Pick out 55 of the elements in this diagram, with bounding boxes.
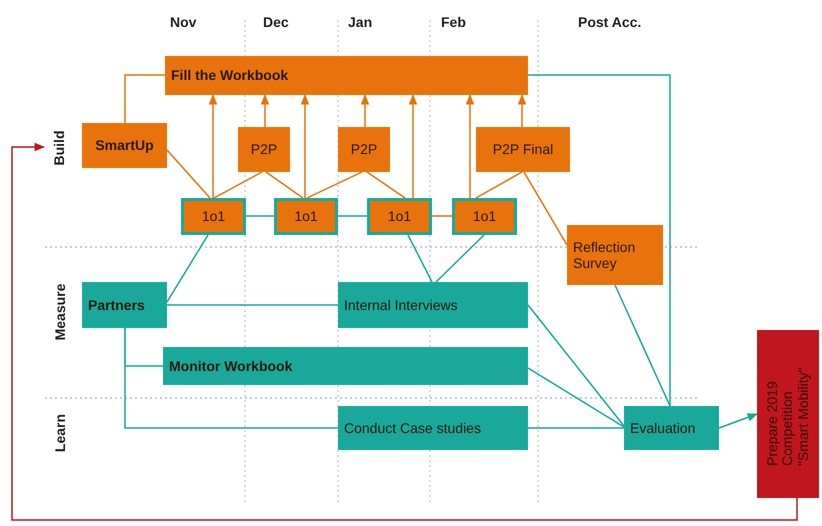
arrow xyxy=(718,413,758,429)
arrow xyxy=(466,94,474,198)
connector-line xyxy=(528,74,671,406)
lane-label: Learn xyxy=(52,414,68,452)
connector-line xyxy=(614,284,671,406)
arrow xyxy=(360,94,370,127)
process-box: Conduct Case studies xyxy=(338,406,528,450)
month-label: Dec xyxy=(263,14,289,30)
milestone-box xyxy=(757,330,819,498)
connector-line xyxy=(124,74,165,123)
connector-line xyxy=(266,171,304,199)
connector-line xyxy=(407,234,433,282)
connector-line xyxy=(435,234,485,283)
connector-line xyxy=(166,150,211,198)
connector-line xyxy=(523,172,568,246)
meeting-box: 1o1 xyxy=(274,198,338,235)
process-box: Internal Interviews xyxy=(338,282,528,328)
connector-line xyxy=(476,171,522,199)
connector-line xyxy=(338,215,367,217)
process-box: P2P xyxy=(238,127,290,172)
arrow xyxy=(408,94,418,198)
connector-line xyxy=(432,215,452,217)
month-label: Nov xyxy=(170,14,196,30)
arrow xyxy=(260,94,270,127)
month-label: Feb xyxy=(441,14,466,30)
connector-line xyxy=(214,171,262,199)
connector-line xyxy=(528,427,624,429)
process-box: SmartUp xyxy=(82,123,167,168)
arrow xyxy=(11,142,798,521)
connector-line xyxy=(124,328,338,429)
process-box: Fill the Workbook xyxy=(165,56,528,95)
box-text: Prepare 2019 Competition "Smart Mobility" xyxy=(762,366,812,466)
meeting-box: 1o1 xyxy=(452,198,517,235)
process-box: P2P Final xyxy=(476,127,570,172)
meeting-box: 1o1 xyxy=(181,198,246,235)
arrow xyxy=(300,94,310,198)
arrow xyxy=(518,94,526,127)
lane-label: Measure xyxy=(52,284,68,340)
connector-line xyxy=(528,367,624,428)
connector-line xyxy=(246,215,274,217)
connector-line xyxy=(527,304,625,426)
process-box: P2P xyxy=(338,127,390,172)
process-box: Reflection Survey xyxy=(567,225,663,285)
connector-line xyxy=(167,304,338,306)
meeting-box: 1o1 xyxy=(367,198,432,235)
process-box: Monitor Workbook xyxy=(163,347,528,385)
connector-line xyxy=(306,171,362,199)
month-label: Post Acc. xyxy=(578,14,642,30)
process-box: Evaluation xyxy=(624,406,719,450)
lane-label: Build xyxy=(44,123,74,173)
process-box: Partners xyxy=(82,282,167,328)
connector-line xyxy=(366,171,406,199)
connector-line xyxy=(166,234,209,302)
month-label: Jan xyxy=(348,14,372,30)
arrow xyxy=(208,94,218,198)
